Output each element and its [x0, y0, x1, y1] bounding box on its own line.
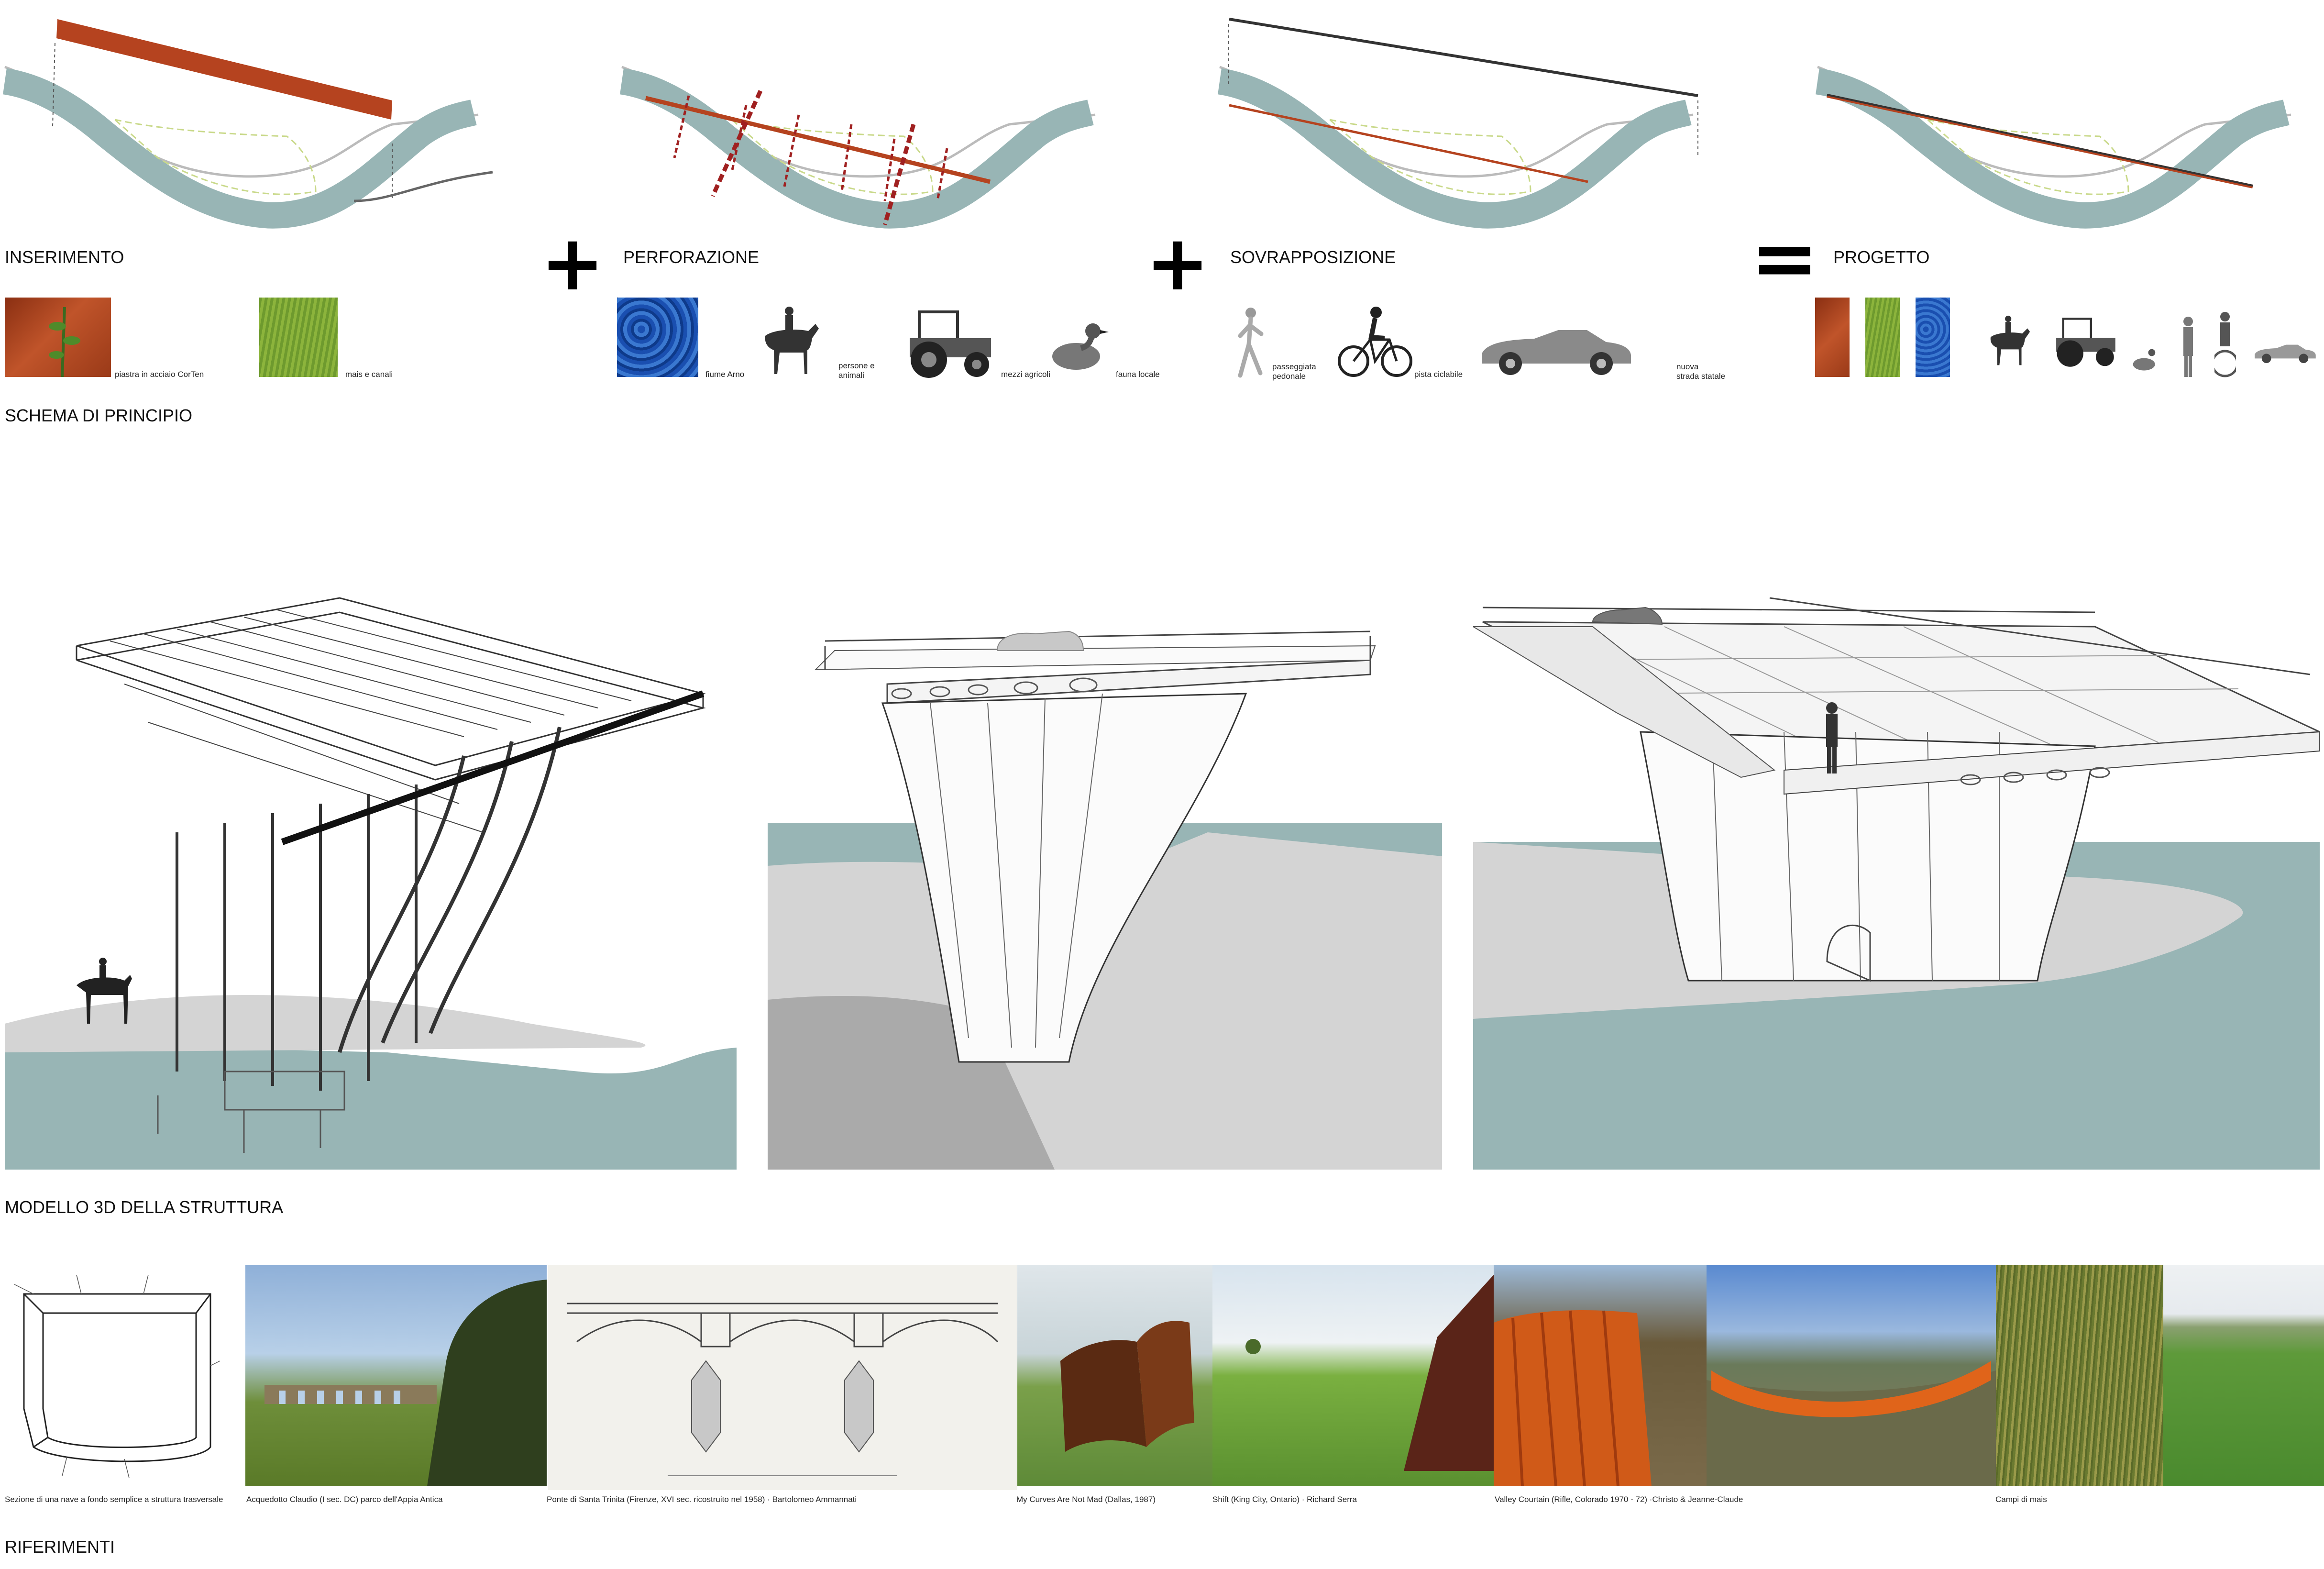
ship-section-drawing: [5, 1265, 230, 1486]
shift-serra-photo: [1212, 1265, 1494, 1486]
bicycle-icon: [1338, 307, 1412, 377]
corn-canal-thumb: [259, 298, 338, 377]
convertible-car-icon: [1482, 330, 1631, 375]
aqueduct-photo: [245, 1265, 547, 1486]
richard-serra-curves-photo: [1017, 1265, 1212, 1486]
equals-operator: =: [1751, 211, 1819, 306]
section-title-modello: MODELLO 3D DELLA STRUTTURA: [5, 1197, 284, 1217]
corten-swatch: [1815, 298, 1850, 377]
ref-caption-ponte: Ponte di Santa Trinita (Firenze, XVI sec…: [547, 1495, 857, 1504]
duck-icon: [1052, 323, 1109, 370]
model-deck-view: [1473, 597, 2320, 1170]
valley-curtain-photo-1: [1494, 1265, 1707, 1486]
corn-field-photo-1: [1996, 1265, 2163, 1486]
caption-ciclabile: pista ciclabile: [1414, 370, 1463, 379]
section-title-riferimenti: RIFERIMENTI: [5, 1537, 115, 1557]
plus-operator: +: [1145, 218, 1210, 308]
step-label-sovrapposizione: SOVRAPPOSIZIONE: [1230, 247, 1396, 267]
ref-caption-shift: Shift (King City, Ontario) · Richard Ser…: [1212, 1495, 1357, 1504]
corten-plate-thumb: [5, 298, 111, 377]
plus-operator: +: [540, 218, 605, 308]
ref-caption-curves: My Curves Are Not Mad (Dallas, 1987): [1016, 1495, 1156, 1504]
caption-arno: fiume Arno: [705, 370, 745, 379]
horse-rider-icon: [1990, 315, 2030, 365]
walker-icon: [1238, 308, 1264, 378]
duck-icon: [2133, 349, 2156, 371]
tractor-icon: [2056, 318, 2115, 367]
diagram-sovrapposizione: [1217, 18, 1698, 229]
section-title-schema: SCHEMA DI PRINCIPIO: [5, 406, 193, 425]
corn-field-photo-2: [2163, 1265, 2324, 1486]
ponte-santa-trinita-drawing: [548, 1265, 1017, 1490]
ref-caption-corn: Campi di mais: [1995, 1495, 2047, 1504]
caption-passeggiata: passeggiata pedonale: [1272, 362, 1316, 381]
tractor-icon: [910, 310, 991, 378]
horse-rider-icon: [765, 307, 819, 374]
corn-swatch: [1865, 298, 1900, 377]
diagram-inserimento: [2, 19, 493, 229]
caption-statale: nuova strada statale: [1676, 362, 1726, 381]
cyclist-icon: [2214, 312, 2236, 377]
caption-corten: piastra in acciaio CorTen: [115, 370, 204, 379]
person-icon: [2183, 317, 2193, 377]
step-label-inserimento: INSERIMENTO: [5, 247, 124, 267]
model-pier-section: [768, 630, 1442, 1170]
ref-caption-aqueduct: Acquedotto Claudio (I sec. DC) parco del…: [246, 1495, 443, 1504]
caption-mezzi: mezzi agricoli: [1001, 370, 1050, 379]
model-wireframe: [5, 597, 737, 1170]
step-label-perforazione: PERFORAZIONE: [623, 247, 760, 267]
ref-caption-valley-curtain: Valley Courtain (Rifle, Colorado 1970 - …: [1495, 1495, 1743, 1504]
river-water-thumb: [617, 298, 698, 377]
step-label-progetto: PROGETTO: [1833, 247, 1930, 267]
caption-mais: mais e canali: [345, 370, 393, 379]
valley-curtain-photo-2: [1707, 1265, 1996, 1486]
caption-fauna: fauna locale: [1116, 370, 1160, 379]
diagram-progetto: [1815, 66, 2291, 229]
convertible-car-icon: [2255, 344, 2316, 364]
diagram-perforazione: [619, 66, 1096, 229]
ref-caption-ship: Sezione di una nave a fondo semplice a s…: [5, 1495, 223, 1504]
water-swatch: [1916, 298, 1950, 377]
caption-persone: persone e animali: [838, 361, 875, 380]
